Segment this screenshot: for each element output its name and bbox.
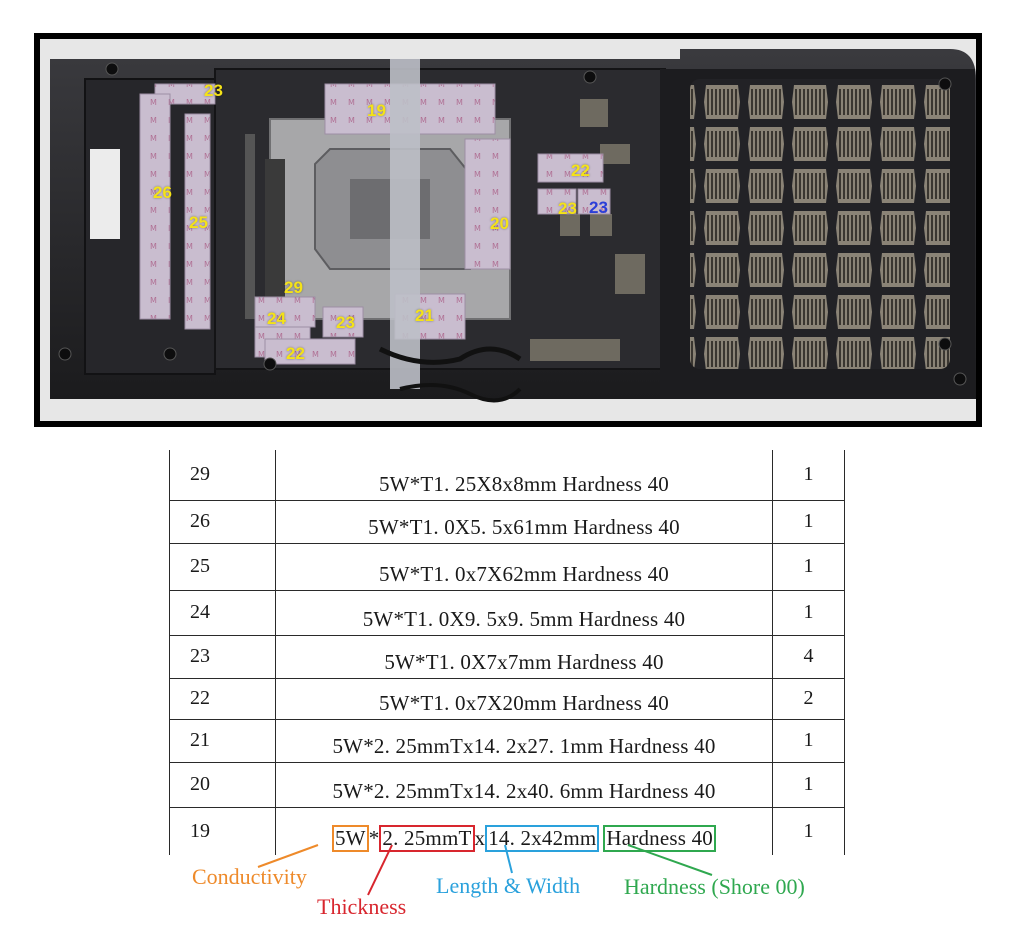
- separator-text: *: [368, 826, 380, 850]
- pad-label: 29: [284, 278, 303, 297]
- pad-spec-cell: 5W*2. 25mmTx14. 2x27. 1mm Hardness 40: [275, 718, 773, 763]
- pad-id-cell: 24: [169, 589, 276, 636]
- pad-label: 19: [367, 101, 386, 120]
- pad-label: 20: [490, 214, 509, 233]
- backplate-illustration: M: [40, 39, 976, 421]
- pad-label: 26: [153, 183, 172, 202]
- pad-label: 23: [589, 198, 608, 217]
- pad-label: 22: [571, 161, 590, 180]
- hardness-legend: Hardness (Shore 00): [624, 874, 805, 899]
- conductivity-segment: 5W: [331, 825, 369, 852]
- length-width-leader: [504, 844, 513, 874]
- pad-spec-cell: 5W*T1. 25X8x8mm Hardness 40: [275, 450, 773, 501]
- conductivity-legend: Conductivity: [192, 864, 307, 889]
- conductivity-leader: [257, 844, 319, 868]
- thickness-leader: [367, 844, 393, 896]
- pad-label: 23: [204, 81, 223, 100]
- pad-label: 23: [336, 313, 355, 332]
- pad-qty-cell: 1: [772, 806, 845, 855]
- pad-id-cell: 19: [169, 806, 276, 855]
- pad-spec-cell: 5W*2. 25mmTx14. 2x40. 6mm Hardness 40: [275, 761, 773, 808]
- length-width-legend: Length & Width: [436, 873, 581, 898]
- pad-id-cell: 29: [169, 450, 276, 501]
- pad-label: 23: [558, 199, 577, 218]
- pad-qty-cell: 1: [772, 542, 845, 591]
- table-row: 29 5W*T1. 25X8x8mm Hardness 40 1: [169, 450, 845, 501]
- table-row: 21 5W*2. 25mmTx14. 2x27. 1mm Hardness 40…: [169, 718, 845, 763]
- thermal-pad-spec-table: 29 5W*T1. 25X8x8mm Hardness 40 1 26 5W*T…: [169, 450, 845, 855]
- pad-id-cell: 20: [169, 761, 276, 808]
- table-row: 26 5W*T1. 0X5. 5x61mm Hardness 40 1: [169, 499, 845, 544]
- gpu-backplate-photo: M: [34, 33, 982, 427]
- pad-qty-cell: 1: [772, 761, 845, 808]
- table-row: 23 5W*T1. 0X7x7mm Hardness 40 4: [169, 634, 845, 679]
- pad-spec-cell: 5W*T1. 0X7x7mm Hardness 40: [275, 634, 773, 679]
- length-width-segment: 14. 2x42mm: [485, 825, 600, 852]
- pad-spec-cell: 5W*T1. 0x7X62mm Hardness 40: [275, 542, 773, 591]
- separator-text: x: [474, 826, 486, 850]
- pad-id-cell: 23: [169, 634, 276, 679]
- hardness-leader: [627, 844, 713, 876]
- table-row: 20 5W*2. 25mmTx14. 2x40. 6mm Hardness 40…: [169, 761, 845, 808]
- pad-qty-cell: 1: [772, 718, 845, 763]
- pad-id-cell: 25: [169, 542, 276, 591]
- pad-id-cell: 21: [169, 718, 276, 763]
- pad-label: 21: [415, 306, 434, 325]
- pad-label: 22: [286, 344, 305, 363]
- pad-qty-cell: 4: [772, 634, 845, 679]
- thickness-segment: 2. 25mmT: [379, 825, 475, 852]
- thickness-legend: Thickness: [317, 894, 407, 919]
- pad-spec-cell: 5W*T1. 0X9. 5x9. 5mm Hardness 40: [275, 589, 773, 636]
- hardness-segment: Hardness 40: [603, 825, 717, 852]
- pad-qty-cell: 1: [772, 499, 845, 544]
- pad-label: 25: [189, 213, 208, 232]
- pad-qty-cell: 1: [772, 450, 845, 501]
- pad-spec-cell: 5W*T1. 0X5. 5x61mm Hardness 40: [275, 499, 773, 544]
- pad-label: 24: [267, 309, 286, 328]
- photo-content: M: [40, 39, 976, 421]
- table-row: 25 5W*T1. 0x7X62mm Hardness 40 1: [169, 542, 845, 591]
